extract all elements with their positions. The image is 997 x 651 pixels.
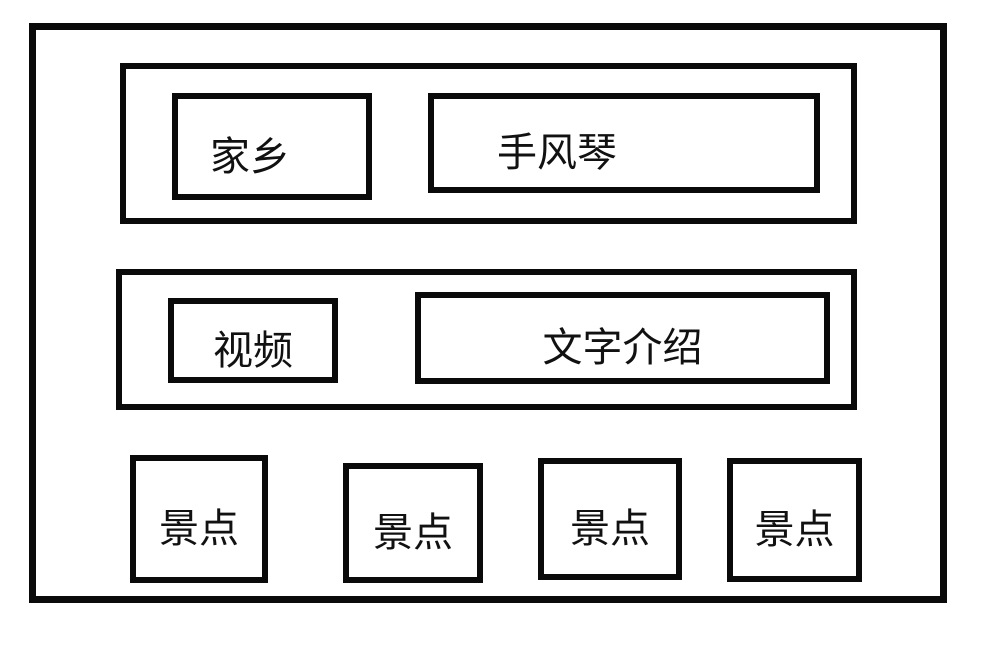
page-frame: 家乡 手风琴 视频 文字介绍 景点 景点 景点 景点 [29, 23, 947, 603]
accordion-label: 手风琴 [497, 131, 617, 175]
accordion-box: 手风琴 [428, 93, 820, 193]
header-section: 家乡 手风琴 [120, 63, 857, 224]
hometown-box: 家乡 [172, 93, 372, 200]
video-label: 视频 [213, 328, 293, 373]
text-intro-box: 文字介绍 [415, 292, 830, 384]
scenic-spot-label: 景点 [754, 508, 835, 552]
media-section: 视频 文字介绍 [116, 269, 857, 410]
text-intro-label: 文字介绍 [542, 326, 703, 370]
scenic-spot-box: 景点 [130, 455, 268, 583]
scenic-spot-box: 景点 [538, 458, 682, 580]
hometown-label: 家乡 [210, 134, 290, 179]
scenic-spot-label: 景点 [373, 511, 453, 555]
scenic-spot-box: 景点 [727, 458, 862, 582]
scenic-spot-label: 景点 [570, 507, 650, 551]
scenic-spot-box: 景点 [343, 463, 483, 583]
scenic-spot-label: 景点 [159, 507, 239, 551]
video-box: 视频 [168, 298, 338, 383]
